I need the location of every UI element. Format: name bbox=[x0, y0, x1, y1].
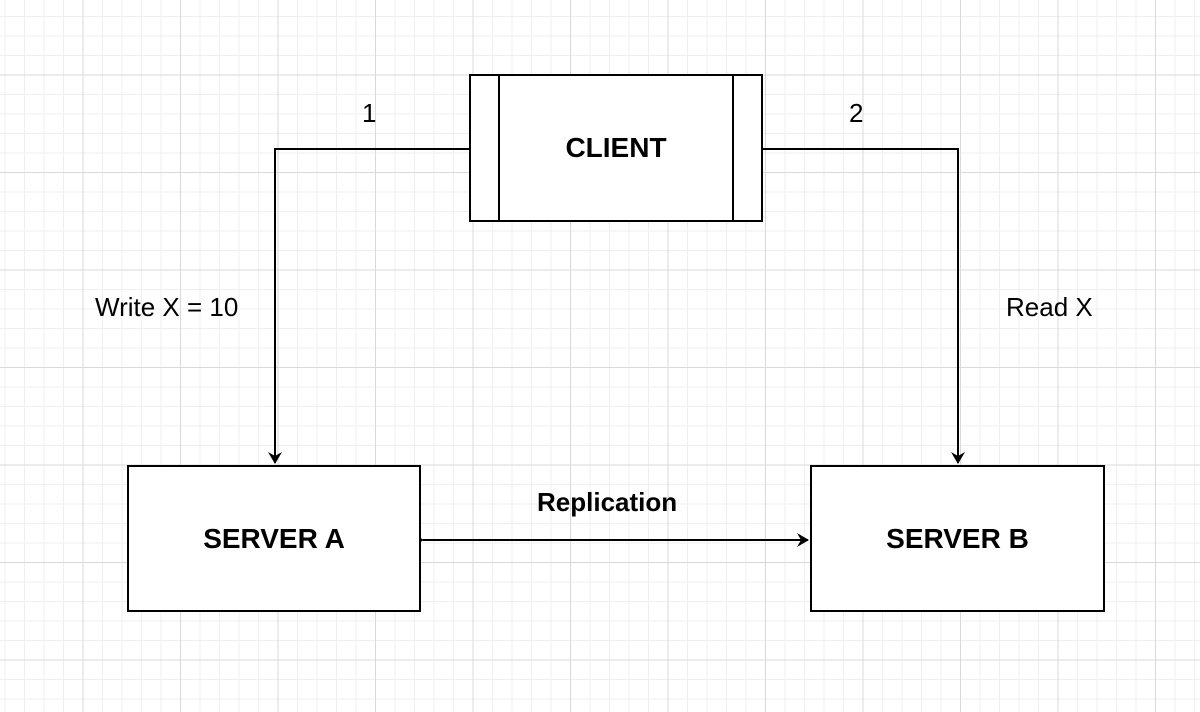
client-label: CLIENT bbox=[565, 132, 667, 163]
client-node[interactable]: CLIENT bbox=[469, 74, 763, 222]
server-a-label: SERVER A bbox=[203, 522, 345, 554]
client-left-bar bbox=[498, 76, 500, 220]
server-b-node[interactable]: SERVER B bbox=[810, 465, 1105, 612]
server-a-node[interactable]: SERVER A bbox=[127, 465, 421, 612]
replication-edge-label: Replication bbox=[537, 487, 678, 517]
write-edge-label: Write X = 10 bbox=[95, 292, 239, 322]
server-b-label: SERVER B bbox=[886, 522, 1029, 554]
write-step-number: 1 bbox=[362, 98, 377, 128]
write-edge-line[interactable] bbox=[268, 148, 469, 464]
read-edge-line[interactable] bbox=[763, 148, 965, 464]
read-edge-label: Read X bbox=[1006, 292, 1093, 322]
client-right-bar bbox=[732, 76, 734, 220]
read-step-number: 2 bbox=[849, 98, 864, 128]
